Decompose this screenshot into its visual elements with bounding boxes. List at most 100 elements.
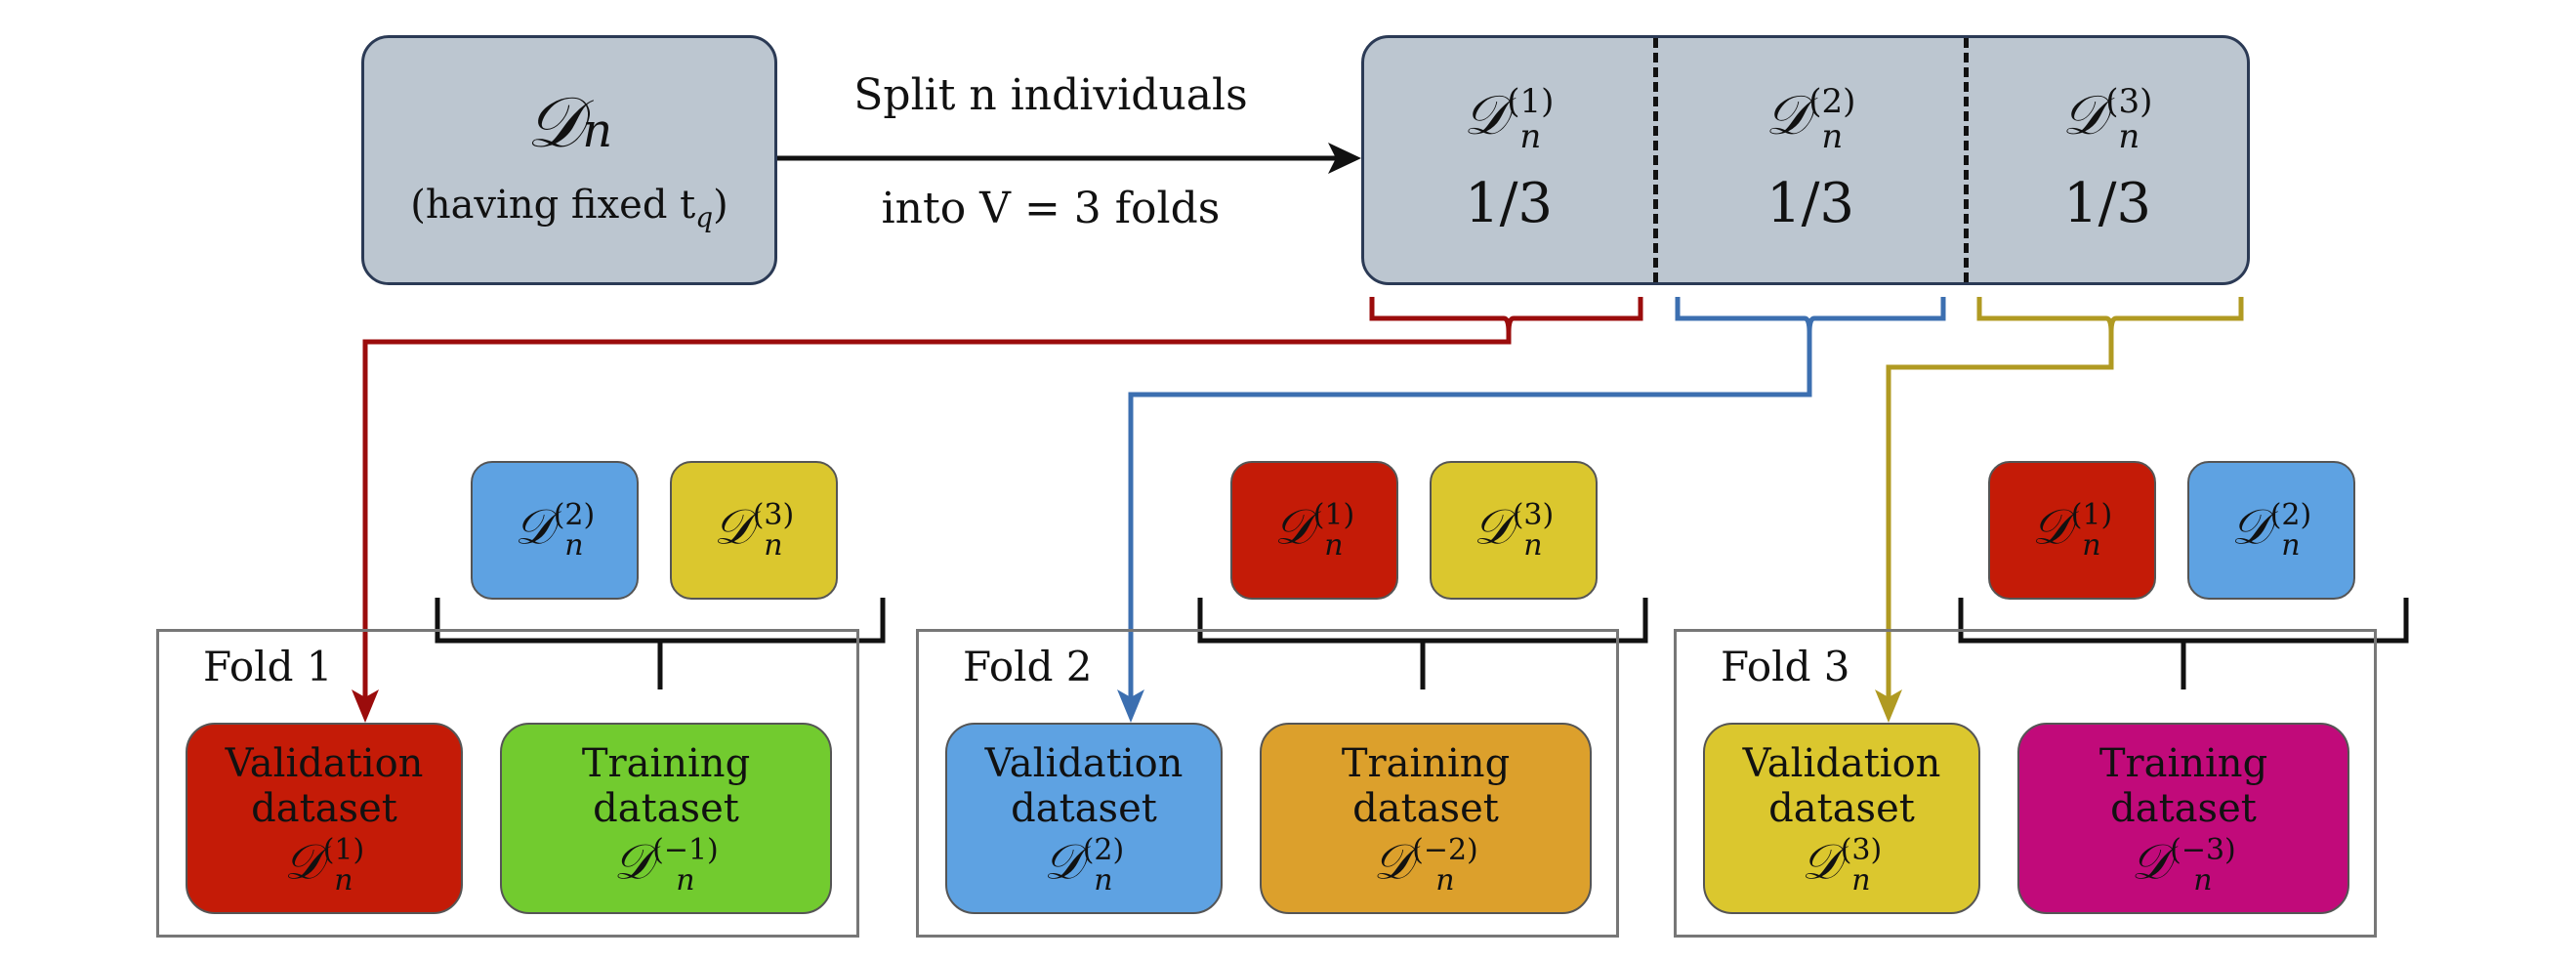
fold-1-part-2-sup: (3) <box>752 497 795 532</box>
fold-2-part-2-indices: (3)n <box>1513 499 1555 562</box>
arrow-to-fold-3 <box>1886 318 2114 703</box>
partition-2-d: 𝒟 <box>1765 84 1809 147</box>
fold-2-training-line1: Training <box>1341 740 1511 786</box>
fold-1-frame <box>156 629 859 938</box>
fold-2-training-line2: dataset <box>1352 785 1499 831</box>
fold-1-training-line2: dataset <box>593 785 739 831</box>
fold-2-training-indices: (−2)n <box>1412 832 1478 897</box>
fold-2-part-2-d: 𝒟 <box>1473 498 1513 555</box>
fold-2-training-sub: n <box>1435 863 1455 897</box>
fold-2-validation-symbol: 𝒟(2)n <box>1043 832 1125 897</box>
partition-2-sub: n <box>1821 116 1844 156</box>
fold-3-validation-symbol: 𝒟(3)n <box>1801 833 1882 897</box>
fold-3-part-1-d: 𝒟 <box>2031 498 2071 555</box>
fold-1-validation-line1: Validation <box>225 740 424 786</box>
fold-2-training-part-2: 𝒟(3)n <box>1430 461 1598 600</box>
fold-3-training-symbol: 𝒟(−3)n <box>2131 832 2236 897</box>
fold-2-training-part-1: 𝒟(1)n <box>1230 461 1398 600</box>
fold-2-frame <box>916 629 1619 938</box>
fold-2-training-symbol: 𝒟(−2)n <box>1373 832 1478 897</box>
fold-3-training-line1: Training <box>2098 740 2268 786</box>
fold-2-validation-indices: (2)n <box>1082 832 1125 897</box>
fold-3-training-sub: n <box>2193 863 2213 897</box>
fold-1-training-sup: (−1) <box>652 832 719 867</box>
source-caption-sub: q <box>695 201 714 233</box>
fold-1-validation-line2: dataset <box>251 785 397 831</box>
partition-3-symbol: 𝒟(3)n <box>2061 81 2153 156</box>
fold-1-part-2-sub: n <box>764 528 783 563</box>
fold-2-part-1-indices: (1)n <box>1312 497 1355 562</box>
partition-1-d: 𝒟 <box>1463 84 1508 147</box>
fold-3-part-2-indices: (2)n <box>2270 499 2312 562</box>
fold-3-training-d: 𝒟 <box>2131 833 2171 890</box>
partition-divider-1 <box>1653 38 1658 282</box>
fold-3-part-1-sub: n <box>2082 528 2101 563</box>
source-caption-end: ) <box>713 183 728 228</box>
fold-3-training-sup: (−3) <box>2170 832 2236 867</box>
merge-bracket-fold-3 <box>1958 598 2409 689</box>
partition-1-indices: (1)n <box>1507 81 1555 154</box>
source-caption-text: (having fixed t <box>410 183 696 228</box>
fold-2-title: Fold 2 <box>959 643 1097 690</box>
source-dataset-symbol: 𝒟n <box>526 87 612 157</box>
fold-2-validation-d: 𝒟 <box>1043 833 1083 890</box>
partition-2-symbol: 𝒟(2)n <box>1765 81 1856 156</box>
partition-2-sup: (2) <box>1808 81 1856 121</box>
fold-2-validation-sub: n <box>1094 863 1113 897</box>
partition-1-symbol: 𝒟(1)n <box>1463 81 1555 154</box>
merge-bracket-fold-1 <box>435 598 886 689</box>
arrow-head-fold-1 <box>352 689 379 723</box>
partition-2: 𝒟(2)n 1/3 <box>1657 38 1964 282</box>
fold-1-training-symbol: 𝒟(−1)n <box>613 832 719 897</box>
fold-1-validation-indices: (1)n <box>322 832 365 897</box>
fold-3-validation-d: 𝒟 <box>1801 833 1841 890</box>
arrow-head-fold-3 <box>1875 689 1902 723</box>
fold-2-training-d: 𝒟 <box>1373 833 1413 890</box>
source-subscript: n <box>582 104 613 158</box>
fold-1-part-2-d: 𝒟 <box>713 498 753 555</box>
partition-3: 𝒟(3)n 1/3 <box>1968 38 2247 282</box>
fold-3-training-part-1: 𝒟(1)n <box>1988 461 2156 600</box>
fold-2-training-sup: (−2) <box>1412 832 1478 867</box>
fold-1-training-part-2: 𝒟(3)n <box>670 461 838 600</box>
partition-3-d: 𝒟 <box>2061 84 2106 147</box>
fold-3-frame <box>1674 629 2377 938</box>
fold-1-part-1-sup: (2) <box>553 497 596 532</box>
fold-3-validation-sub: n <box>1851 863 1871 897</box>
fold-3-part-1-indices: (1)n <box>2070 497 2113 563</box>
fold-2-part-1-sup: (1) <box>1312 497 1355 532</box>
fold-1-part-1-sub: n <box>564 528 584 563</box>
partition-1-sup: (1) <box>1507 81 1555 121</box>
fold-3-part-1-sup: (1) <box>2070 497 2113 532</box>
fold-1-part-1-indices: (2)n <box>553 497 596 563</box>
fold-2-validation-sup: (2) <box>1082 832 1125 867</box>
fold-1-validation-sup: (1) <box>322 832 365 867</box>
partition-3-sup: (3) <box>2105 81 2153 121</box>
fold-1-training-indices: (−1)n <box>652 832 719 897</box>
partition-3-sub: n <box>2118 116 2140 156</box>
fold-3-training-part-2: 𝒟(2)n <box>2187 461 2355 600</box>
partition-2-indices: (2)n <box>1808 81 1856 156</box>
fold-2-validation-line1: Validation <box>984 740 1184 786</box>
fold-1-training-d: 𝒟 <box>613 833 653 890</box>
fold-1-title: Fold 1 <box>199 643 337 690</box>
partition-1-fraction: 1/3 <box>1464 172 1554 236</box>
fold-1-training-part-1: 𝒟(2)n <box>471 461 639 600</box>
source-dataset-box: 𝒟n (having fixed tq) <box>361 35 777 285</box>
fold-2-part-1-d: 𝒟 <box>1273 498 1313 555</box>
partition-3-fraction: 1/3 <box>2062 172 2152 236</box>
partition-divider-2 <box>1964 38 1969 282</box>
fold-1-training-line1: Training <box>581 740 751 786</box>
fold-1-part-2-indices: (3)n <box>752 497 795 563</box>
arrow-to-fold-2 <box>1128 318 1812 703</box>
arrow-to-fold-1 <box>362 318 1512 703</box>
fold-3-validation-line1: Validation <box>1742 740 1941 786</box>
fold-3-training-indices: (−3)n <box>2170 832 2236 897</box>
